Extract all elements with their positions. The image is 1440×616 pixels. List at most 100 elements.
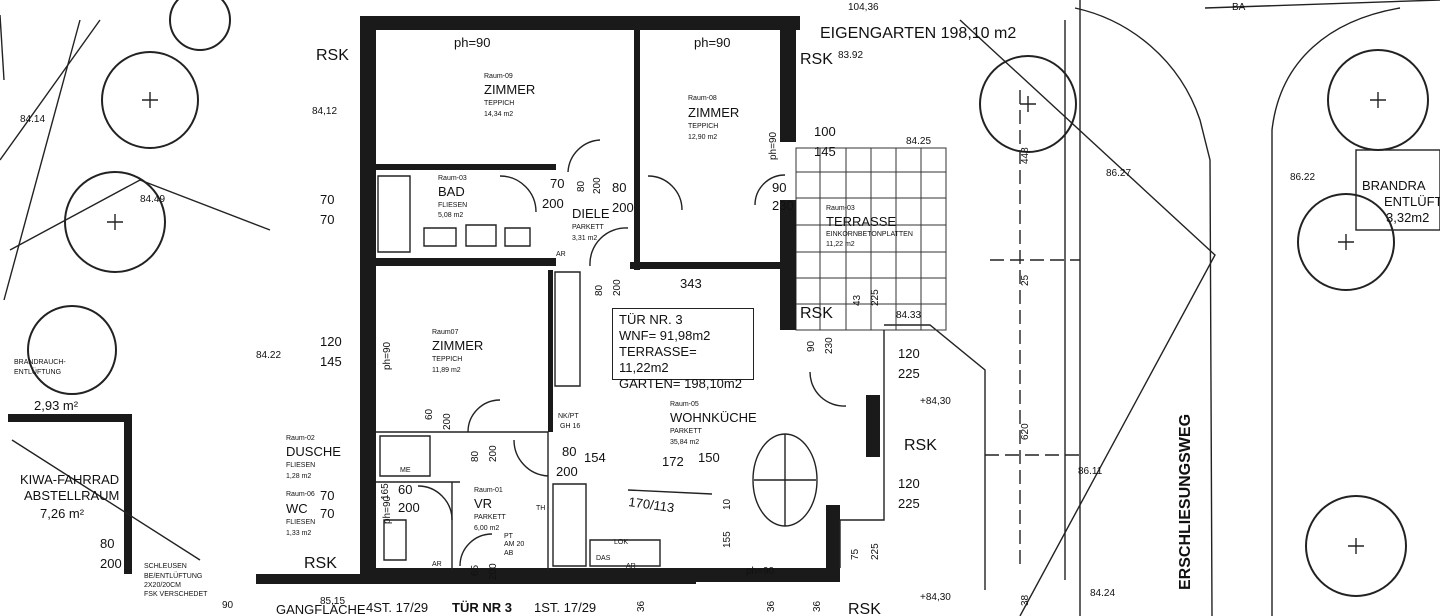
stair-1st: 1ST. 17/29 <box>534 600 596 615</box>
dim-80e: 80 <box>100 536 114 551</box>
room-07-name: ZIMMER <box>432 338 483 353</box>
terrasse-area: 11,22 m2 <box>826 241 855 248</box>
ar-label-2: AR <box>432 561 442 568</box>
elev-86-22: 86.22 <box>1290 172 1315 183</box>
walls <box>8 16 880 584</box>
room-08-floor: TEPPICH <box>688 123 718 130</box>
room-09-name: ZIMMER <box>484 82 535 97</box>
room-09-number: Raum-09 <box>484 73 513 80</box>
room-terrasse: Raum-03 TERRASSE EINKORNBETONPLATTEN 11,… <box>826 205 913 248</box>
elev-84-12: 84,12 <box>312 106 337 117</box>
elev-84-14: 84.14 <box>20 114 45 125</box>
room-02-number: Raum-02 <box>286 435 315 442</box>
room-09-area: 14,34 m2 <box>484 111 513 118</box>
am-label: AM 20 <box>504 541 524 548</box>
das-label: DAS <box>596 555 611 562</box>
ar-label-1: AR <box>556 251 566 258</box>
dim-120: 120 <box>320 334 342 349</box>
door-number: TÜR NR 3 <box>452 600 512 615</box>
tree-4 <box>169 0 231 51</box>
rsk-label-5: RSK <box>304 555 337 572</box>
dim-80-diele: 80 <box>594 284 605 296</box>
room-03-area: 5,08 m2 <box>438 212 463 219</box>
gh16-label: GH 16 <box>560 423 580 430</box>
nkpt-label: NK/PT <box>558 413 579 420</box>
dim-70c: 70 <box>550 176 564 191</box>
terrasse-floor: EINKORNBETONPLATTEN <box>826 231 913 238</box>
pt-label: PT <box>504 533 514 540</box>
room-06-floor: FLIESEN <box>286 519 315 526</box>
th-label: TH <box>536 505 545 512</box>
room-03-name: BAD <box>438 184 465 199</box>
elev-84-22: 84.22 <box>256 350 281 361</box>
eigengarten-label: EIGENGARTEN 198,10 m2 <box>820 25 1016 42</box>
room-06-area: 1,33 m2 <box>286 530 311 537</box>
dim-200-vr: 200 <box>556 464 578 479</box>
lok-label: LOK <box>614 539 628 546</box>
schleusen-2: BE/ENTLÜFTUNG <box>144 572 202 580</box>
dim-70e: 70 <box>320 506 334 521</box>
room-02-name: DUSCHE <box>286 444 341 459</box>
ph-label-3: ph=90 <box>746 566 775 577</box>
dim-60-bath: 60 <box>424 408 435 420</box>
dim-70d: 70 <box>320 488 334 503</box>
dim-165: 165 <box>380 483 391 500</box>
tree-7 <box>1297 193 1395 291</box>
tree-1 <box>101 51 199 149</box>
room-06: Raum-06 WC FLIESEN 1,33 m2 <box>286 491 315 537</box>
dim-200-left: 200 <box>100 556 122 571</box>
dim-620: 620 <box>1020 423 1031 440</box>
top-cut-label: 104,36 <box>848 2 879 13</box>
tree-6 <box>1327 49 1429 151</box>
dim-60: 60 <box>398 482 412 497</box>
elev-86-11: 86.11 <box>1078 466 1103 477</box>
dim-230-living: 230 <box>824 337 835 354</box>
room-08-area: 12,90 m2 <box>688 134 717 141</box>
ph-label-2: ph=90 <box>694 35 731 50</box>
room-02-area: 1,28 m2 <box>286 473 311 480</box>
kiwa-area: 7,26 m² <box>40 506 85 521</box>
tree-3 <box>27 305 117 395</box>
road-label: ERSCHLIESUNGSWEG <box>1177 414 1194 590</box>
dim-36b: 36 <box>766 600 777 612</box>
dim-200-entry: 200 <box>488 563 499 580</box>
room-03-floor: FLIESEN <box>438 202 467 209</box>
dim-172: 172 <box>662 454 684 469</box>
dim-150: 150 <box>698 450 720 465</box>
dim-145: 145 <box>320 354 342 369</box>
dim-120b: 120 <box>898 346 920 361</box>
dim-225-ter: 225 <box>870 289 881 306</box>
dim-200-vr-vert: 200 <box>488 445 499 462</box>
dim-200-bath: 200 <box>442 413 453 430</box>
dim-65: 65 <box>470 564 481 576</box>
room-01-area: 6,00 m2 <box>474 525 499 532</box>
room-05: Raum-05 WOHNKÜCHE PARKETT 35,84 m2 <box>670 401 757 446</box>
dim-230: 230 <box>772 198 794 213</box>
elev-84-24: 84.24 <box>1090 588 1115 599</box>
schleusen-3: 2X20/20CM <box>144 582 181 589</box>
brandrauch-area: 2,93 m² <box>34 398 79 413</box>
room-07-number: Raum07 <box>432 329 459 336</box>
schleusen-1: SCHLEUSEN <box>144 563 187 570</box>
dim-155: 155 <box>722 531 733 548</box>
dim-36c: 36 <box>812 600 823 612</box>
gang-label: GANGFLÄCHE <box>276 602 366 616</box>
room-07: Raum07 ZIMMER TEPPICH 11,89 m2 <box>432 329 483 374</box>
ph-label-4: ph=90 <box>768 131 779 160</box>
diele-floor: PARKETT <box>572 224 604 231</box>
dim-70: 70 <box>320 192 334 207</box>
diele-name: DIELE <box>572 206 610 221</box>
dim-448: 448 <box>1020 147 1031 164</box>
elev-85-15: 85,15 <box>320 596 345 607</box>
brandrauch-label: BRANDRAUCH- <box>14 359 66 366</box>
room-05-floor: PARKETT <box>670 428 702 435</box>
room-08-name: ZIMMER <box>688 105 739 120</box>
room-02-floor: FLIESEN <box>286 462 315 469</box>
dim-225c: 225 <box>870 543 881 560</box>
room-diele: DIELE PARKETT 3,31 m2 <box>572 206 610 242</box>
room-03-number: Raum-03 <box>438 175 467 182</box>
dim-200c: 200 <box>542 196 564 211</box>
brandra-label: BRANDRA <box>1362 178 1426 193</box>
